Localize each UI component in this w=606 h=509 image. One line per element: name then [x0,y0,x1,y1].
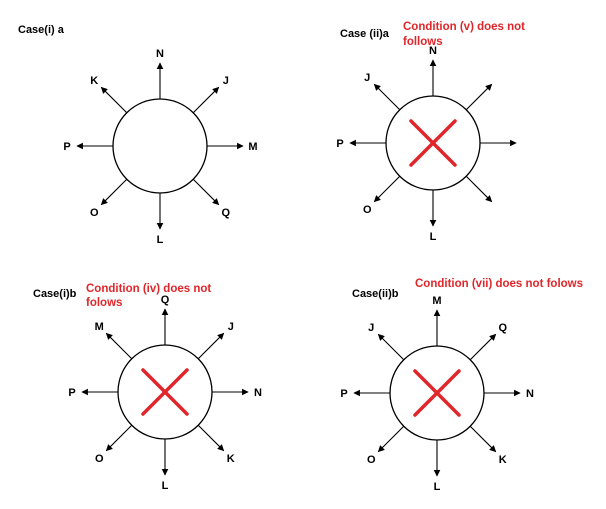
direction-label-n: M [432,295,441,307]
arrow-ne [465,83,493,111]
direction-label-sw: O [363,204,372,216]
panel-3: Case(i)b Condition (iv) does not folows Q J N… [33,283,262,492]
direction-label-n: Q [161,294,170,306]
direction-label-w: P [68,387,75,399]
condition-text: Condition (vii) does not folows [415,278,583,290]
cross-mark [409,119,457,167]
arrow-se [469,425,497,453]
direction-label-nw: K [90,75,98,87]
direction-label-ne: Q [498,322,507,334]
cross-mark [141,368,189,416]
arrow-ne [197,332,225,360]
condition-text: Condition (v) does not [403,21,525,33]
case-label: Case (ii)a [340,28,390,40]
arrow-sw [100,178,128,206]
case-label: Case(ii)b [352,288,399,300]
arrow-nw [373,83,401,111]
direction-label-n: N [156,48,164,60]
direction-label-ne: J [228,321,234,333]
panel-2: Case (ii)a Condition (v) does not followsN… [336,21,525,243]
condition-text: folows [86,297,122,309]
arrow-nw [100,86,128,114]
arrow-se [197,424,225,452]
arrow-se [192,178,220,206]
panel-4: Case(ii)b Condition (vii) does not folows… [340,278,583,493]
direction-label-s: L [162,480,169,492]
direction-label-se: K [227,453,235,465]
arrow-sw [105,424,133,452]
direction-label-se: Q [221,207,230,219]
center-circle [112,98,208,194]
direction-label-s: L [434,481,441,493]
condition-text: Condition (iv) does not [86,283,211,295]
direction-label-sw: O [95,453,104,465]
direction-label-e: N [254,387,262,399]
arrow-ne [469,333,497,361]
direction-label-n: N [429,45,437,57]
direction-label-se: K [499,454,507,466]
direction-label-e: M [248,141,257,153]
arrow-sw [373,175,401,203]
direction-label-s: L [430,231,437,243]
case-label: Case(i) a [18,24,65,36]
cross-mark [413,369,461,417]
arrow-sw [377,425,405,453]
condition-text: follows [403,36,443,48]
direction-label-nw: M [95,321,104,333]
direction-label-w: P [336,138,343,150]
arrow-se [465,175,493,203]
direction-label-s: L [157,234,164,246]
direction-label-sw: O [367,454,376,466]
arrow-nw [377,333,405,361]
direction-label-nw: J [368,322,374,334]
direction-label-nw: J [364,72,370,84]
direction-label-w: P [63,141,70,153]
arrow-nw [105,332,133,360]
direction-label-sw: O [90,207,99,219]
case-label: Case(i)b [33,288,77,300]
direction-label-e: N [526,388,534,400]
direction-label-ne: J [223,75,229,87]
panels-layer: Case(i) a N J M Q L O P K Case (ii)a Condition (v)… [18,21,583,493]
direction-label-w: P [340,388,347,400]
arrow-ne [192,86,220,114]
panel-1: Case(i) a N J M Q L O P K [18,24,258,246]
